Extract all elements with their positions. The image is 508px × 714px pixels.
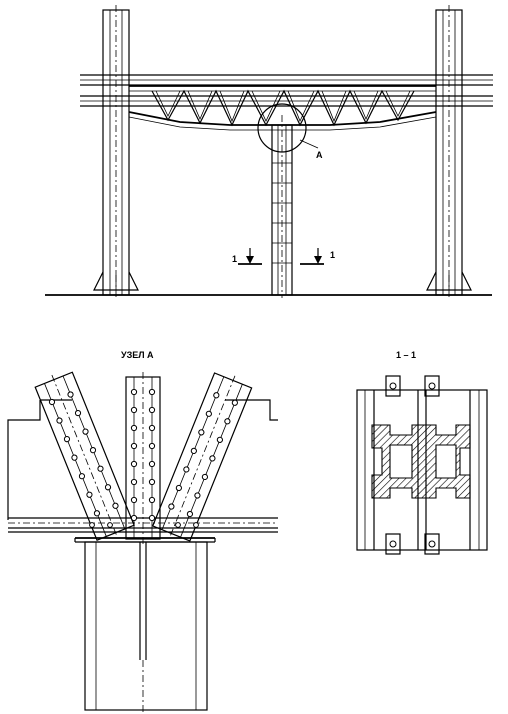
frame-elevation: A 1 1 <box>45 5 493 298</box>
section-1-1: 1 – 1 <box>356 350 488 555</box>
section-marker-right: 1 <box>330 250 335 260</box>
center-column <box>271 115 293 298</box>
vertical-post <box>125 372 161 545</box>
left-column <box>93 5 139 298</box>
section-marker-left: 1 <box>232 254 237 264</box>
right-column <box>426 5 472 298</box>
section-cut-markers: 1 1 <box>232 248 335 265</box>
lower-column <box>84 541 208 712</box>
node-a-title: УЗЕЛ А <box>121 350 154 360</box>
bottom-plates <box>385 533 440 555</box>
right-diagonal <box>151 372 253 542</box>
top-runners <box>80 74 493 107</box>
node-a-callout <box>257 103 307 153</box>
node-a-detail: УЗЕЛ А <box>7 350 278 712</box>
node-a-marker: A <box>316 150 323 160</box>
left-diagonal <box>34 371 135 541</box>
top-plates <box>385 375 440 397</box>
truss <box>128 85 437 131</box>
section-title: 1 – 1 <box>396 350 416 360</box>
hatched-section <box>371 424 471 499</box>
